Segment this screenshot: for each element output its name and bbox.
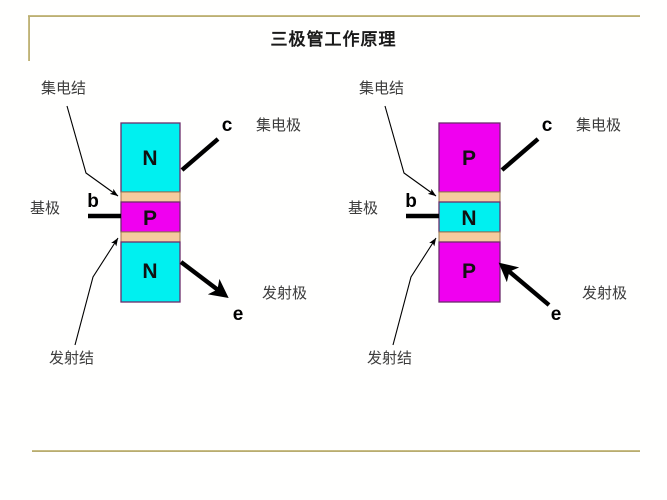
leader-emitter-junction-npn xyxy=(74,237,119,346)
region-emitter-npn xyxy=(120,241,181,303)
label-emitter-junction-pnp: 发射结 xyxy=(367,350,412,367)
leader-emitter-junction-pnp xyxy=(392,237,437,346)
lead-emitter-pnp xyxy=(498,262,551,307)
region-label-base-npn: P xyxy=(143,207,157,230)
lead-collector-npn xyxy=(180,137,220,172)
lead-emitter-npn xyxy=(179,260,229,299)
terminal-letter-b-pnp: b xyxy=(405,191,417,212)
leader-collector-junction-pnp xyxy=(384,105,437,197)
label-collector-pnp: 集电极 xyxy=(576,117,621,134)
junction-band-emitter-npn xyxy=(120,231,181,243)
region-label-collector-pnp: P xyxy=(462,147,476,170)
frame-accent-vertical xyxy=(28,15,30,61)
region-label-emitter-npn: N xyxy=(142,260,157,283)
lead-collector-pnp xyxy=(500,137,540,172)
terminal-letter-e-npn: e xyxy=(233,304,244,325)
label-collector-npn: 集电极 xyxy=(256,117,301,134)
junction-band-collector-npn xyxy=(120,191,181,203)
junction-band-collector-pnp xyxy=(438,191,501,203)
label-collector-junction-pnp: 集电结 xyxy=(359,80,404,97)
region-base-npn xyxy=(120,201,181,233)
label-base-pnp: 基极 xyxy=(348,200,378,217)
diagram-npn: N P N 集电结 发射结 b 基极 c 集电极 e 发射极 xyxy=(0,60,333,380)
label-emitter-pnp: 发射极 xyxy=(582,285,627,302)
junction-band-emitter-pnp xyxy=(438,231,501,243)
terminal-letter-c-pnp: c xyxy=(542,115,553,136)
region-label-collector-npn: N xyxy=(142,147,157,170)
label-base-npn: 基极 xyxy=(30,200,60,217)
terminal-letter-e-pnp: e xyxy=(551,304,562,325)
region-collector-pnp xyxy=(438,122,501,193)
region-label-emitter-pnp: P xyxy=(462,260,476,283)
label-collector-junction-npn: 集电结 xyxy=(41,80,86,97)
frame-accent-top xyxy=(28,15,640,17)
terminal-letter-b-npn: b xyxy=(87,191,99,212)
leader-collector-junction-npn xyxy=(66,105,119,197)
label-emitter-npn: 发射极 xyxy=(262,285,307,302)
region-emitter-pnp xyxy=(438,241,501,303)
frame-accent-bottom xyxy=(32,450,640,452)
label-emitter-junction-npn: 发射结 xyxy=(49,350,94,367)
page-title: 三极管工作原理 xyxy=(270,30,397,49)
diagram-pnp: P N P 集电结 发射结 b 基极 c 集电极 e 发射极 xyxy=(334,60,667,380)
terminal-letter-c-npn: c xyxy=(222,115,233,136)
region-label-base-pnp: N xyxy=(461,207,476,230)
